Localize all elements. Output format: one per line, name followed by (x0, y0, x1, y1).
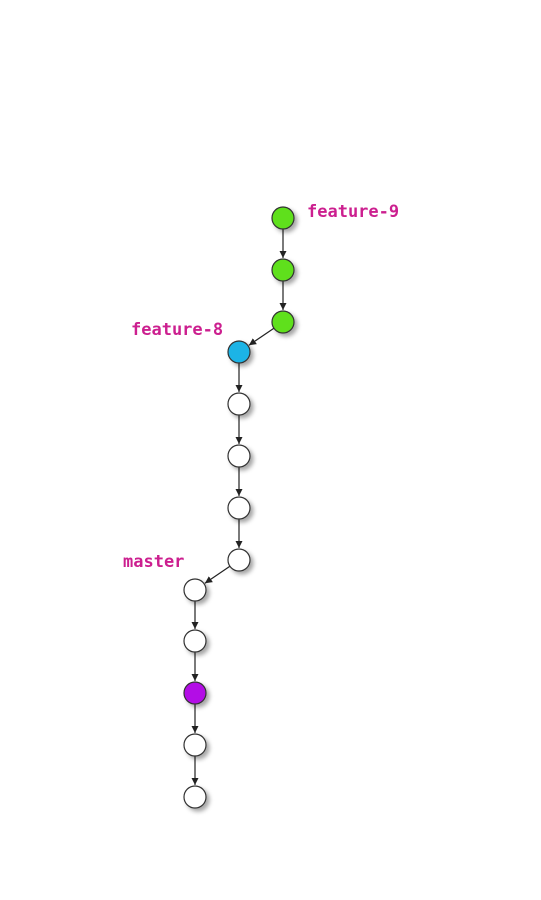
commit-node-c7[interactable] (227, 496, 251, 520)
edge-c8-c9 (204, 565, 231, 584)
commit-node-c10[interactable] (183, 629, 207, 653)
commit-node-c12[interactable] (183, 733, 207, 757)
branch-label-feature-8: feature-8 (131, 320, 223, 340)
commit-node-c1[interactable] (271, 206, 295, 230)
commit-node-c9[interactable] (183, 578, 207, 602)
commit-node-c4[interactable] (227, 340, 251, 364)
commit-node-c3[interactable] (271, 310, 295, 334)
branch-label-feature-9: feature-9 (307, 202, 399, 222)
branch-label-master: master (123, 552, 184, 572)
commit-node-c8[interactable] (227, 548, 251, 572)
edges (191, 229, 287, 785)
commit-node-c13[interactable] (183, 785, 207, 809)
commits (183, 206, 295, 809)
edge-c3-c4 (248, 327, 275, 346)
commit-node-c6[interactable] (227, 444, 251, 468)
commit-node-c5[interactable] (227, 392, 251, 416)
commit-node-c2[interactable] (271, 258, 295, 282)
commit-node-c11[interactable] (183, 681, 207, 705)
